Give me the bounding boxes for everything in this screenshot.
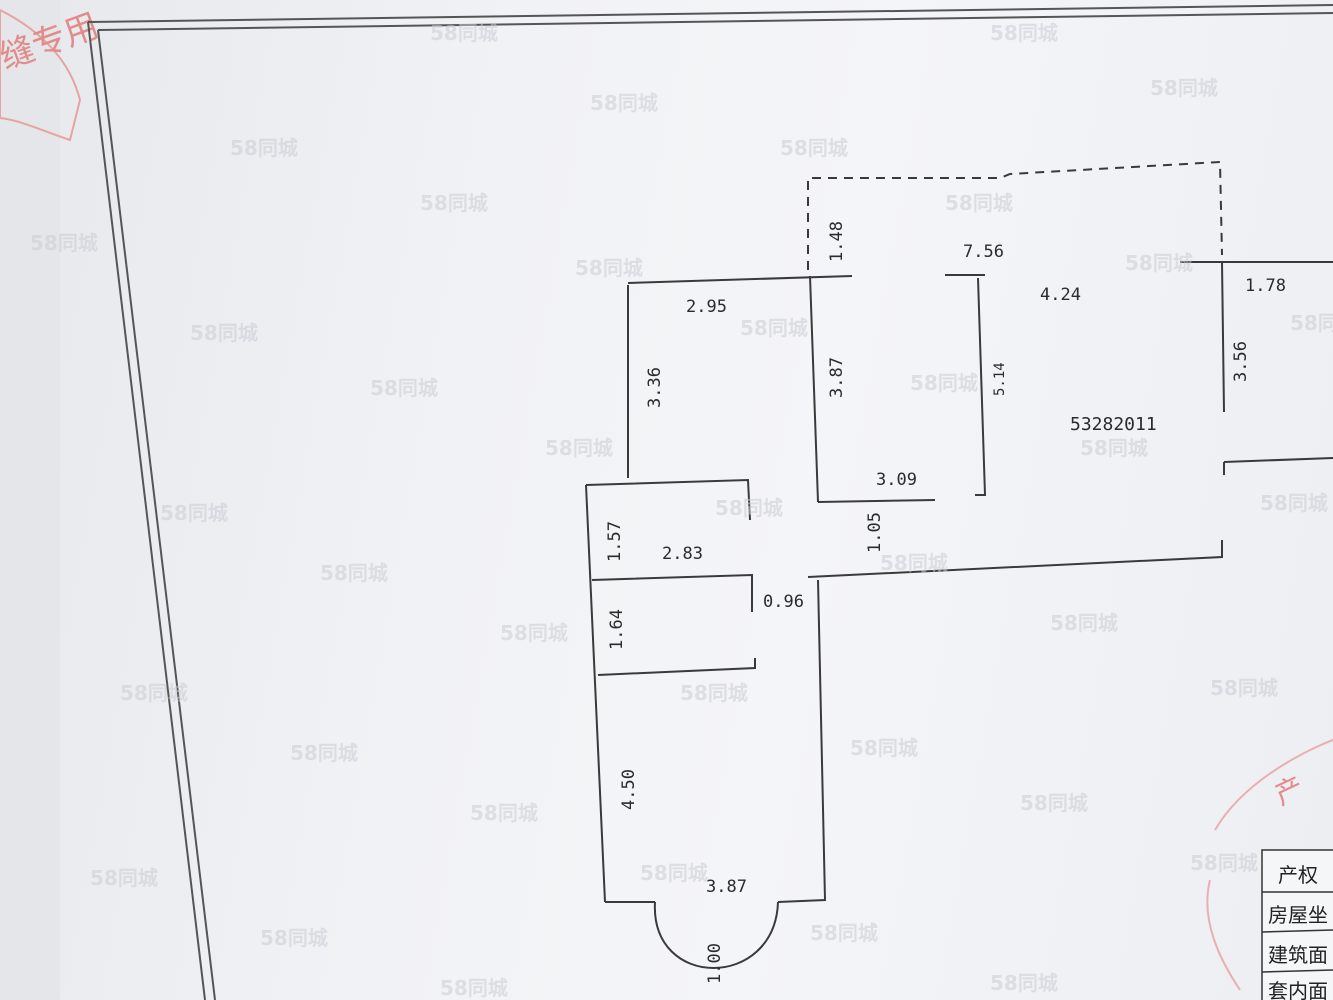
watermark: 58同城 [120,681,188,705]
watermark: 58同城 [1020,791,1088,815]
dim-4-50: 4.50 [619,769,639,810]
watermark: 58同城 [990,21,1058,45]
dim-1-00: 1.00 [705,943,725,984]
dim-2-83: 2.83 [662,544,703,564]
dim-3-56: 3.56 [1231,341,1251,382]
watermarks: 58同城 58同城 58同城 58同城 58同城 58同城 58同城 58同城 … [30,21,1333,1000]
watermark: 58同城 [880,551,948,575]
dim-1-48: 1.48 [827,221,847,262]
watermark: 58同城 [1190,851,1258,875]
watermark: 58同城 [370,376,438,400]
page-border [87,4,1333,1000]
watermark: 58同城 [290,741,358,765]
dim-3-36: 3.36 [645,367,665,408]
table-row-inner-area: 套内面 [1268,979,1328,1000]
watermark: 58同城 [575,256,643,280]
watermark: 58同城 [90,866,158,890]
dim-5-14: 5.14 [992,362,1008,396]
dim-3-87-bottom: 3.87 [706,877,747,897]
dim-2-95: 2.95 [686,297,727,317]
watermark: 58同城 [1290,311,1333,335]
stamp-text: 产 [1270,770,1309,812]
watermark: 58同城 [1260,491,1328,515]
dim-3-87-top: 3.87 [827,357,847,398]
watermark: 58同城 [810,921,878,945]
watermark: 58同城 [640,861,708,885]
watermark: 58同城 [1080,436,1148,460]
watermark: 58同城 [320,561,388,585]
table-row-location: 房屋坐 [1268,903,1328,927]
dimension-labels: 1.48 7.56 4.24 1.78 2.95 3.36 3.87 5.14 … [605,221,1286,984]
dim-1-57: 1.57 [605,521,625,562]
watermark: 58同城 [160,501,228,525]
watermark: 58同城 [740,316,808,340]
walls [585,160,1333,969]
watermark: 58同城 [440,976,508,1000]
watermark: 58同城 [1125,251,1193,275]
watermark: 58同城 [990,971,1058,995]
dim-1-05: 1.05 [865,512,885,553]
watermark: 58同城 [230,136,298,160]
watermark: 58同城 [590,91,658,115]
watermark: 58同城 [470,801,538,825]
watermark: 58同城 [260,926,328,950]
table-row-ownership: 产权 [1278,863,1318,887]
watermark: 58同城 [420,191,488,215]
watermark: 58同城 [1150,76,1218,100]
watermark: 58同城 [430,21,498,45]
watermark: 58同城 [850,736,918,760]
dim-7-56: 7.56 [963,242,1004,262]
watermark: 58同城 [715,496,783,520]
dim-4-24: 4.24 [1040,285,1081,305]
page-margin [0,0,60,1000]
watermark: 58同城 [30,231,98,255]
table-row-building-area: 建筑面 [1268,943,1328,967]
dim-3-09: 3.09 [876,470,917,490]
watermark: 58同城 [500,621,568,645]
watermark: 58同城 [945,191,1013,215]
watermark: 58同城 [910,371,978,395]
watermark: 58同城 [190,321,258,345]
watermark: 58同城 [780,136,848,160]
dim-1-64: 1.64 [607,609,627,650]
plan-code: 53282011 [1070,414,1157,435]
watermark: 58同城 [680,681,748,705]
watermark: 58同城 [1050,611,1118,635]
watermark: 58同城 [545,436,613,460]
property-info-table: 产权 房屋坐 建筑面 套内面 [1261,849,1333,1000]
dim-0-96: 0.96 [763,592,804,612]
dim-1-78: 1.78 [1245,276,1286,296]
watermark: 58同城 [1210,676,1278,700]
